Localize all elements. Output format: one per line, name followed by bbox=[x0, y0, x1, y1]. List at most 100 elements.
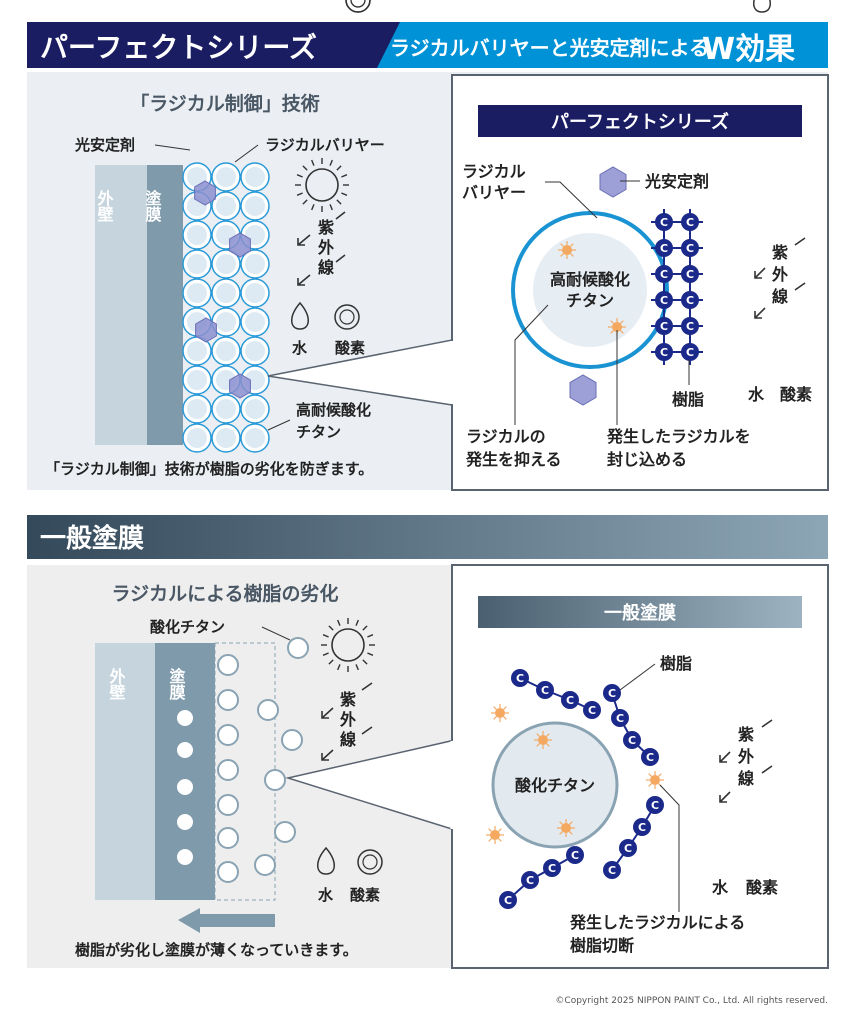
sun-ray bbox=[355, 619, 359, 626]
uv-char: 外 bbox=[771, 265, 788, 284]
sun-ray bbox=[367, 652, 374, 656]
titanium-particle bbox=[217, 827, 239, 849]
radical-spark-ray bbox=[559, 831, 563, 835]
titanium-particle bbox=[264, 769, 286, 791]
carbon-label: C bbox=[616, 712, 624, 725]
uv-char: 紫 bbox=[772, 243, 788, 262]
uv-char: 紫 bbox=[738, 725, 754, 744]
contain-label: 封じ込める bbox=[607, 450, 687, 469]
sun-ray bbox=[328, 659, 334, 665]
carbon-label: C bbox=[686, 268, 694, 281]
cut-label: 樹脂切断 bbox=[570, 936, 634, 955]
titanium-label: 酸化チタン bbox=[150, 618, 225, 636]
carbon-atom bbox=[611, 709, 629, 727]
sun-ray bbox=[341, 174, 348, 178]
titanium-core bbox=[245, 399, 265, 419]
light-stabilizer-hexagon bbox=[194, 180, 216, 206]
perfect-left-title: 「ラジカル制御」技術 bbox=[130, 92, 320, 115]
carbon-label: C bbox=[571, 849, 579, 862]
zoom-titanium-label: チタン bbox=[566, 291, 614, 310]
sun-ray bbox=[296, 174, 303, 178]
sun-ray bbox=[329, 159, 333, 166]
titanium-core bbox=[216, 196, 236, 216]
radical-spark-icon bbox=[561, 823, 571, 833]
sun-body bbox=[331, 628, 365, 662]
carbon-label: C bbox=[624, 842, 632, 855]
radical-spark-ray bbox=[546, 733, 550, 737]
resin-label: 樹脂 bbox=[660, 654, 692, 673]
carbon-label: C bbox=[686, 320, 694, 333]
carbon-label: C bbox=[608, 687, 616, 700]
carbon-label: C bbox=[660, 320, 668, 333]
carbon-atom bbox=[655, 317, 673, 335]
oxygen-label: 酸素 bbox=[335, 339, 365, 357]
sun-ray bbox=[362, 625, 368, 631]
zoom-light-stabilizer-label: 光安定剤 bbox=[644, 172, 709, 191]
wall-label: 外壁 bbox=[95, 189, 115, 222]
uv-arrows-icon bbox=[321, 682, 373, 761]
light-stabilizer-label: 光安定剤 bbox=[74, 136, 135, 154]
general-left-title: ラジカルによる樹脂の劣化 bbox=[111, 582, 338, 605]
carbon-label: C bbox=[686, 242, 694, 255]
carbon-label: C bbox=[651, 799, 659, 812]
uv-arrows-icon bbox=[754, 237, 806, 319]
general-header-bar bbox=[27, 515, 828, 559]
zoom-radical-barrier-label: バリヤー bbox=[462, 183, 526, 202]
carbon-label: C bbox=[516, 672, 524, 685]
uv-arrows-icon bbox=[719, 719, 773, 803]
titanium-label: チタン bbox=[296, 423, 341, 441]
titanium-particle bbox=[274, 821, 296, 843]
radical-spark-ray bbox=[648, 773, 652, 777]
carbon-atom bbox=[561, 691, 579, 709]
titanium-particle bbox=[217, 724, 239, 746]
sun-ray bbox=[341, 192, 348, 196]
titanium-core bbox=[187, 428, 207, 448]
carbon-label: C bbox=[638, 821, 646, 834]
radical-spark-ray bbox=[498, 828, 502, 832]
sun-ray bbox=[302, 199, 308, 205]
uv-char: 外 bbox=[339, 710, 356, 729]
titanium-particle bbox=[491, 721, 619, 849]
carbon-atom bbox=[655, 343, 673, 361]
copyright: ©Copyright 2025 NIPPON PAINT Co., Ltd. A… bbox=[555, 996, 828, 1006]
oxygen-label: 酸素 bbox=[350, 886, 380, 904]
general-zoom-banner bbox=[478, 596, 802, 628]
radical-spark-icon bbox=[490, 830, 500, 840]
radical-spark-ray bbox=[536, 743, 540, 747]
titanium-particle bbox=[257, 699, 279, 721]
carbon-atom bbox=[646, 796, 664, 814]
water-label: 水 bbox=[748, 385, 765, 404]
carbon-label: C bbox=[660, 216, 668, 229]
sun-ray bbox=[362, 659, 368, 665]
carbon-atom bbox=[619, 839, 637, 857]
titanium-particle bbox=[217, 861, 239, 883]
uv-char: 線 bbox=[772, 287, 788, 306]
carbon-atom bbox=[681, 213, 699, 231]
carbon-atom bbox=[681, 291, 699, 309]
radical-spark-ray bbox=[610, 330, 614, 334]
zoom-titanium-label: 酸化チタン bbox=[515, 776, 595, 795]
uv-char: 紫 bbox=[318, 218, 334, 237]
titanium-core bbox=[187, 225, 207, 245]
carbon-label: C bbox=[686, 294, 694, 307]
carbon-atom bbox=[499, 891, 517, 909]
titanium-core bbox=[245, 428, 265, 448]
light-stabilizer-hexagon bbox=[569, 374, 597, 406]
titanium-core bbox=[216, 341, 236, 361]
titanium-core bbox=[216, 254, 236, 274]
titanium-core bbox=[187, 370, 207, 390]
titanium-core bbox=[245, 167, 265, 187]
oxygen-icon-inner bbox=[362, 854, 378, 870]
titanium-core bbox=[216, 399, 236, 419]
cut-label: 発生したラジカルによる bbox=[569, 913, 745, 932]
water-label: 水 bbox=[712, 878, 729, 897]
radical-spark-ray bbox=[559, 821, 563, 825]
oxygen-icon bbox=[345, 0, 371, 13]
titanium-particle bbox=[177, 849, 193, 865]
titanium-particles bbox=[177, 637, 309, 883]
carbon-label: C bbox=[608, 864, 616, 877]
radical-spark-ray bbox=[570, 253, 574, 257]
sun-ray bbox=[322, 652, 329, 656]
